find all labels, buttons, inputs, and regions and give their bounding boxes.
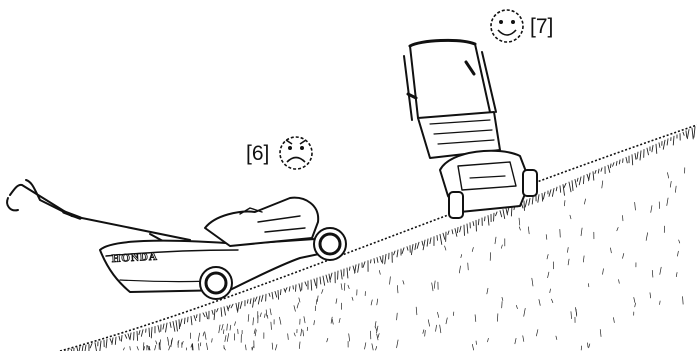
- mower-side-view: [6, 179, 347, 300]
- mower-rear-wheel: [199, 266, 233, 300]
- mower-right-wheel: [522, 169, 538, 197]
- callout-6: [6]: [246, 136, 313, 170]
- mower-handle-front: [403, 38, 497, 121]
- callout-7-label: [7]: [530, 15, 553, 38]
- callout-6-label: [6]: [246, 142, 269, 165]
- grass-slope: [59, 124, 697, 351]
- callout-7: [7]: [490, 9, 553, 43]
- mower-front-view: [403, 38, 538, 219]
- mower-left-wheel: [448, 191, 464, 219]
- mower-handle: [6, 179, 191, 247]
- sad-face-icon: [279, 136, 313, 170]
- mower-brand-logo: HONDA: [112, 251, 159, 265]
- mower-front-wheel: [313, 227, 347, 261]
- happy-face-icon: [490, 9, 524, 43]
